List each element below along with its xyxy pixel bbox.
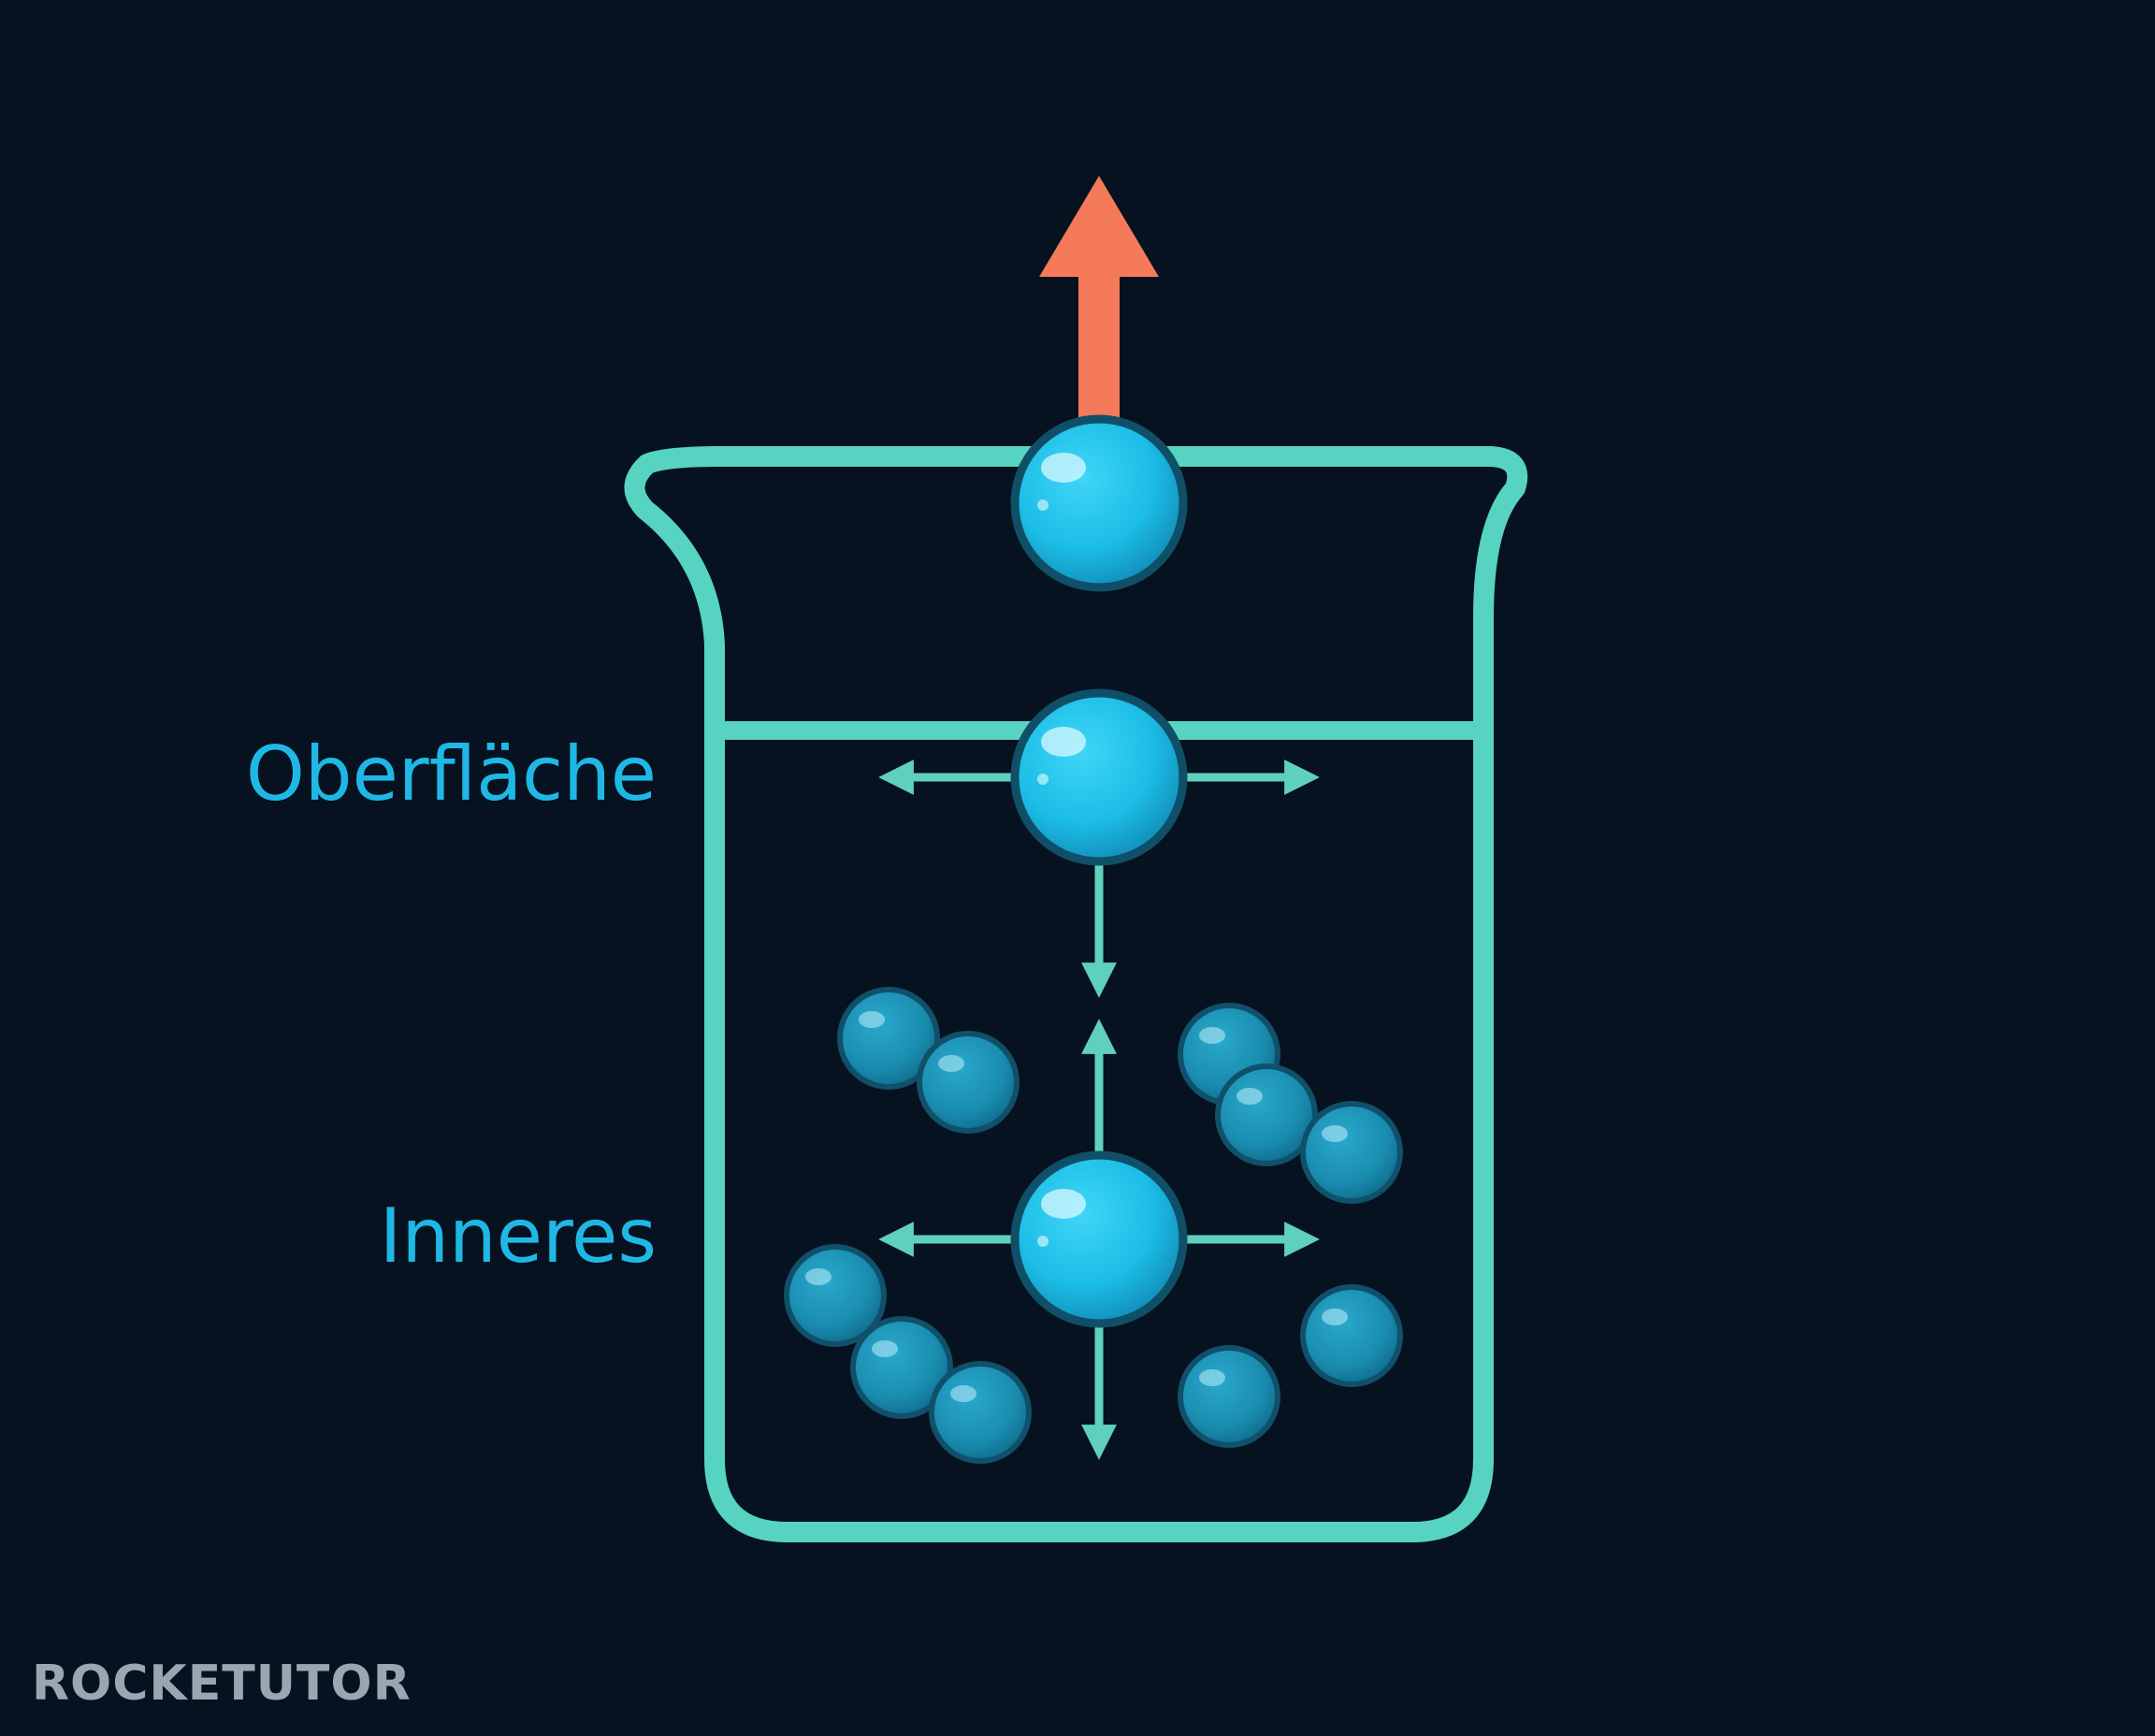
small-molecule [784, 1244, 887, 1347]
interior-molecule [1010, 1150, 1188, 1328]
brand-logo: ROCKETUTOR [32, 1656, 412, 1712]
small-molecule [850, 1316, 953, 1419]
arrow-up-icon [1039, 176, 1159, 430]
interior-label: Inneres [379, 1193, 657, 1280]
small-molecule [1215, 1063, 1318, 1166]
small-molecule [1178, 1345, 1280, 1448]
surface-molecule [1010, 688, 1188, 866]
small-molecule [1300, 1101, 1403, 1204]
surface-label: Oberfläche [245, 731, 657, 817]
neighbor-molecules [784, 987, 1403, 1464]
surface-force-arrows [878, 760, 1320, 998]
small-molecule [1300, 1284, 1403, 1387]
small-molecule [917, 1031, 1020, 1134]
beaker-outline [624, 446, 1528, 1542]
small-molecule [837, 987, 940, 1090]
small-molecule [929, 1361, 1032, 1464]
interior-force-arrows [878, 1019, 1320, 1460]
escaping-molecule [1010, 414, 1188, 592]
